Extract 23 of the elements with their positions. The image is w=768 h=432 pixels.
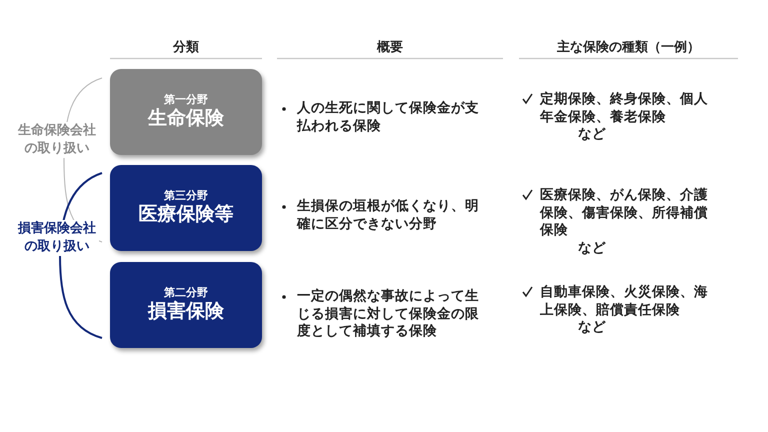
example-list: 医療保険、がん保険、介護保険、傷害保険、所得補償保険 <box>540 187 718 240</box>
category-title: 医療保険等 <box>138 203 234 228</box>
bracket-label: 生命保険会社の取り扱い <box>15 122 99 158</box>
category-box <box>110 165 262 251</box>
example-note: など <box>578 240 606 258</box>
description-text: 一定の偶然な事故によって生じる損害に対して保険金の限度として補填する保険 <box>297 288 480 341</box>
column-header: 概要 <box>376 39 404 56</box>
category-title: 損害保険 <box>148 300 224 324</box>
example-list: 自動車保険、火災保険、海上保険、賠償責任保険 <box>540 284 718 320</box>
column-header: 分類 <box>172 39 200 56</box>
category-number: 第二分野 <box>164 286 208 300</box>
category-number: 第一分野 <box>164 92 208 108</box>
column-header: 主な保険の種類（一例） <box>556 38 701 56</box>
example-note: など <box>578 319 606 337</box>
description-text: 人の生死に関して保険金が支払われる保険 <box>297 100 480 136</box>
example-note: など <box>578 126 606 144</box>
example-list: 定期保険、終身保険、個人年金保険、養老保険 <box>540 91 718 126</box>
category-number: 第三分野 <box>164 188 208 204</box>
description-text: 生損保の垣根が低くなり、明確に区分できない分野 <box>297 198 480 234</box>
bracket-label: 損害保険会社の取り扱い <box>15 220 99 256</box>
category-box <box>110 262 262 348</box>
category-title: 生命保険 <box>148 107 224 132</box>
category-box <box>110 69 262 155</box>
